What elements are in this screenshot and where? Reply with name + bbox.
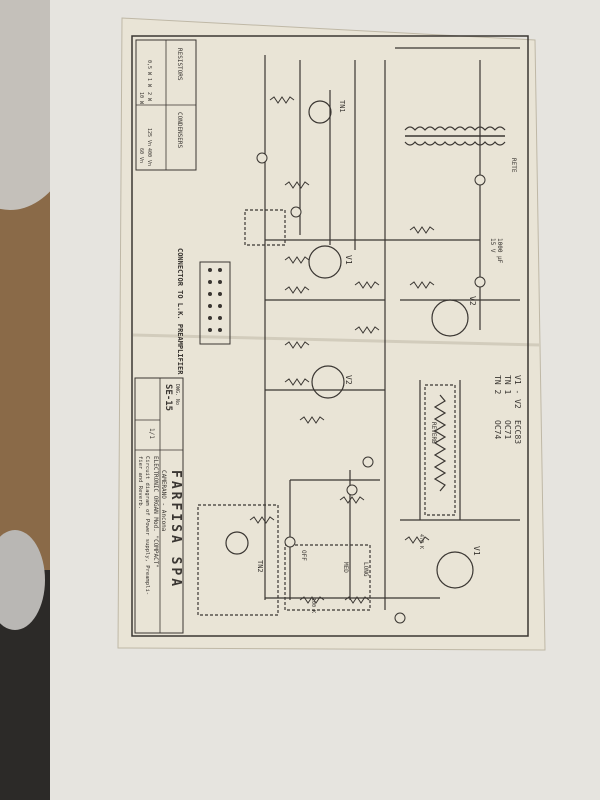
title-block-text: FARFISA SPA CAMERANO - Ancona ELECTRONIC… bbox=[137, 384, 183, 595]
transistor-tn1 bbox=[308, 100, 332, 124]
label-r-470k: 470 K bbox=[418, 534, 424, 549]
tube-v2-a bbox=[311, 365, 345, 399]
fabric-corner bbox=[0, 530, 45, 630]
tube-v1-a bbox=[308, 245, 342, 279]
label-v1-b: V1 bbox=[472, 546, 481, 556]
label-tn2: TN2 bbox=[256, 560, 264, 573]
label-rete: RETE bbox=[510, 158, 517, 173]
tube-list-ref-2: TN 1 bbox=[503, 375, 512, 394]
connector-pins bbox=[208, 268, 222, 332]
legend-box bbox=[135, 39, 197, 171]
tube-list: V1 - V2 ECC83 TN 1 OC71 TN 2 OC74 bbox=[493, 375, 522, 444]
label-cap-1000: 1000 µF bbox=[496, 238, 503, 264]
schematic-sheet bbox=[117, 17, 546, 651]
sheet-number: 1/1 bbox=[148, 428, 155, 439]
label-off: OFF bbox=[300, 550, 307, 561]
transistor-tn2 bbox=[225, 531, 249, 555]
resistor-rating-3: 2 W bbox=[146, 92, 152, 102]
condenser-rating-1: 125 Vn bbox=[146, 128, 152, 146]
wiring bbox=[197, 47, 520, 616]
company-name: FARFISA SPA bbox=[168, 470, 183, 589]
condensers-label: CONDENSERS bbox=[176, 112, 183, 149]
label-v1: V1 bbox=[344, 255, 353, 265]
tube-list-ref-3: TN 2 bbox=[493, 375, 502, 394]
paper-fold bbox=[132, 333, 541, 347]
resistor-rating-2: 1 W bbox=[146, 78, 152, 88]
product-name: ELECTRONIC ORGAN Mod. "COMPACT" bbox=[152, 456, 159, 568]
label-r-100k: 100 K bbox=[310, 598, 316, 613]
tube-list-ref-1: V1 - V2 bbox=[513, 375, 522, 409]
resistor-symbols bbox=[249, 96, 435, 604]
company-location: CAMERANO - Ancona bbox=[160, 470, 167, 532]
label-v2-a: V2 bbox=[344, 375, 353, 385]
label-v2-b: V2 bbox=[468, 296, 477, 306]
description-line2: fier and Reverb. bbox=[137, 456, 143, 509]
legend-text: RESISTORS CONDENSERS 0,5 W 1 W 2 W 10 W … bbox=[138, 48, 183, 166]
resistor-rating-1: 0,5 W bbox=[146, 60, 152, 76]
connector-block bbox=[199, 261, 231, 345]
label-med: MED bbox=[342, 562, 349, 573]
resistor-rating-4: 10 W bbox=[138, 92, 144, 105]
label-long: LONG bbox=[362, 562, 369, 577]
tube-v2-b bbox=[431, 299, 469, 337]
dwg-label: DWG. No bbox=[174, 384, 180, 405]
tube-list-type-2: OC71 bbox=[503, 420, 512, 439]
tube-symbols bbox=[225, 100, 474, 589]
tube-list-type-3: OC74 bbox=[493, 420, 502, 439]
description-line1: Circuit diagram of Power supply, Preampl… bbox=[144, 456, 150, 595]
connector-label: CONNECTOR TO L.K. PREAMPLIFIER bbox=[176, 248, 184, 375]
condenser-rating-3: 60 Vn bbox=[138, 148, 144, 163]
title-block bbox=[134, 377, 184, 634]
dwg-number: SE-15 bbox=[163, 384, 173, 411]
label-reverb: REVERB bbox=[430, 422, 437, 444]
node-markers bbox=[256, 152, 486, 624]
drawing-border bbox=[131, 35, 529, 637]
tube-list-type-1: ECC83 bbox=[513, 420, 522, 444]
label-tn1: TN1 bbox=[338, 100, 346, 113]
schematic-labels: V1 V2 V2 V1 TN1 TN2 REVERB RETE LONG MED… bbox=[256, 100, 517, 613]
resistors-label: RESISTORS bbox=[176, 48, 183, 81]
tube-v1-b bbox=[436, 551, 474, 589]
condenser-rating-2: 400 Vn bbox=[146, 148, 152, 166]
label-cap-1000-rating: 15 V bbox=[489, 238, 496, 253]
